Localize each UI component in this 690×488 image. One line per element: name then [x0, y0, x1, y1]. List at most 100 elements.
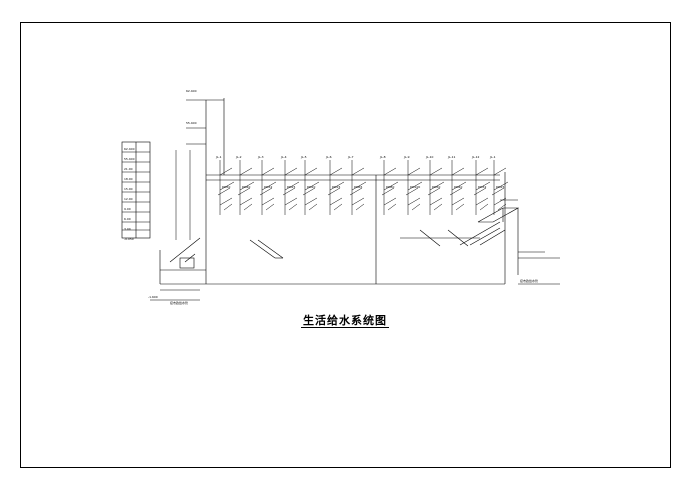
level-mark: 21.00 [124, 167, 133, 171]
branch-pipe [355, 203, 365, 211]
branch-pipe [349, 187, 363, 196]
branch-pipe [455, 203, 465, 211]
level-mark: -1.600 [148, 295, 158, 299]
branch-pipe [261, 197, 275, 206]
level-mark: 62.400 [186, 89, 197, 93]
level-mark: 62.400 [124, 147, 135, 151]
branch-pipe [302, 187, 316, 196]
branch-pipe [381, 187, 395, 196]
branch-pipe [475, 181, 491, 191]
branch-pipe [261, 181, 277, 191]
branch-pipe [493, 167, 507, 176]
branch-pipe [411, 203, 421, 211]
branch-pipe [405, 187, 419, 196]
level-mark: -0.050 [124, 237, 134, 241]
branch-pipe [304, 197, 318, 206]
branch-pipe [288, 203, 298, 211]
branch-pipe [491, 187, 505, 196]
size-tag: DN50 [432, 185, 440, 189]
level-mark: 55.400 [124, 157, 135, 161]
size-tag: DN32 [264, 185, 272, 189]
branch-pipe [429, 181, 445, 191]
branch-pipe [308, 203, 318, 211]
branch-pipe [473, 187, 487, 196]
branch-pipe [219, 197, 233, 206]
size-tag: DN20 [307, 185, 315, 189]
branch-pipe [284, 167, 298, 176]
branch-pipe [449, 187, 463, 196]
branch-pipe [329, 167, 343, 176]
pipe-tag: JL-12 [471, 155, 479, 159]
branch-pipe [333, 203, 343, 211]
level-mark: 9.00 [124, 207, 131, 211]
branch-pipe [351, 181, 367, 191]
branch-pipe [329, 181, 345, 191]
branch-pipe [351, 197, 365, 206]
branch-pipe [217, 187, 231, 196]
branch-pipe [429, 197, 443, 206]
branch-pipe [475, 197, 489, 206]
inlet-note: 接市政给水管 [170, 300, 188, 305]
size-tag: DN32 [478, 185, 486, 189]
pipe-tag: JL-6 [325, 155, 332, 159]
size-tag: DN50 [222, 185, 230, 189]
branch-pipe [259, 187, 273, 196]
size-tag: DN40 [454, 185, 462, 189]
size-tag: DN100 [410, 185, 420, 189]
branch-pipe [304, 181, 320, 191]
branch-pipe [497, 203, 507, 211]
branch-pipe [451, 167, 465, 176]
size-tag: DN25 [496, 185, 504, 189]
branch-pipe [479, 203, 489, 211]
branch-pipe [237, 187, 251, 196]
branch-pipe [475, 167, 489, 176]
pipe-tag: JL-8 [379, 155, 386, 159]
pipe-tag: JL-9 [403, 155, 410, 159]
branch-pipe [223, 203, 233, 211]
branch-pipe [407, 167, 421, 176]
level-mark: 18.00 [124, 177, 133, 181]
branch-pipe [427, 187, 441, 196]
level-mark: 3.00 [124, 227, 131, 231]
level-mark: 55.400 [186, 121, 197, 125]
size-tag: DN25 [287, 185, 295, 189]
branch-pipe [284, 181, 300, 191]
branch-pipe [451, 197, 465, 206]
branch-pipe [433, 203, 443, 211]
level-mark: 12.00 [124, 197, 133, 201]
branch-pipe [451, 181, 467, 191]
branch-pipe [493, 181, 509, 191]
branch-pipe [284, 197, 298, 206]
branch-pipe [493, 197, 507, 206]
drawing-frame [20, 22, 671, 468]
branch-pipe [261, 167, 275, 176]
level-mark: 6.00 [124, 217, 131, 221]
pipe-tag: JL-7 [347, 155, 354, 159]
branch-pipe [407, 181, 423, 191]
pipe-tag: JL-3 [257, 155, 264, 159]
branch-pipe [351, 167, 365, 176]
branch-pipe [265, 203, 275, 211]
branch-pipe [383, 181, 399, 191]
pipe-tag: JL-4 [280, 155, 287, 159]
pipe-tag: JL-5 [300, 155, 307, 159]
drawing-title: 生活给水系统图 [301, 314, 389, 328]
pipe-tag: JL-11 [447, 155, 455, 159]
branch-pipe [329, 197, 343, 206]
branch-pipe [243, 203, 253, 211]
branch-pipe [429, 167, 443, 176]
size-tag: DN40 [242, 185, 250, 189]
branch-pipe [239, 181, 255, 191]
branch-pipe [219, 181, 235, 191]
size-tag: DN80 [386, 185, 394, 189]
branch-pipe [239, 167, 253, 176]
size-tag: DN65 [354, 185, 362, 189]
pipe-tag: JL-2 [235, 155, 242, 159]
branch-pipe [239, 197, 253, 206]
branch-pipe [304, 167, 318, 176]
branch-pipe [383, 197, 397, 206]
branch-pipe [282, 187, 296, 196]
branch-pipe [387, 203, 397, 211]
